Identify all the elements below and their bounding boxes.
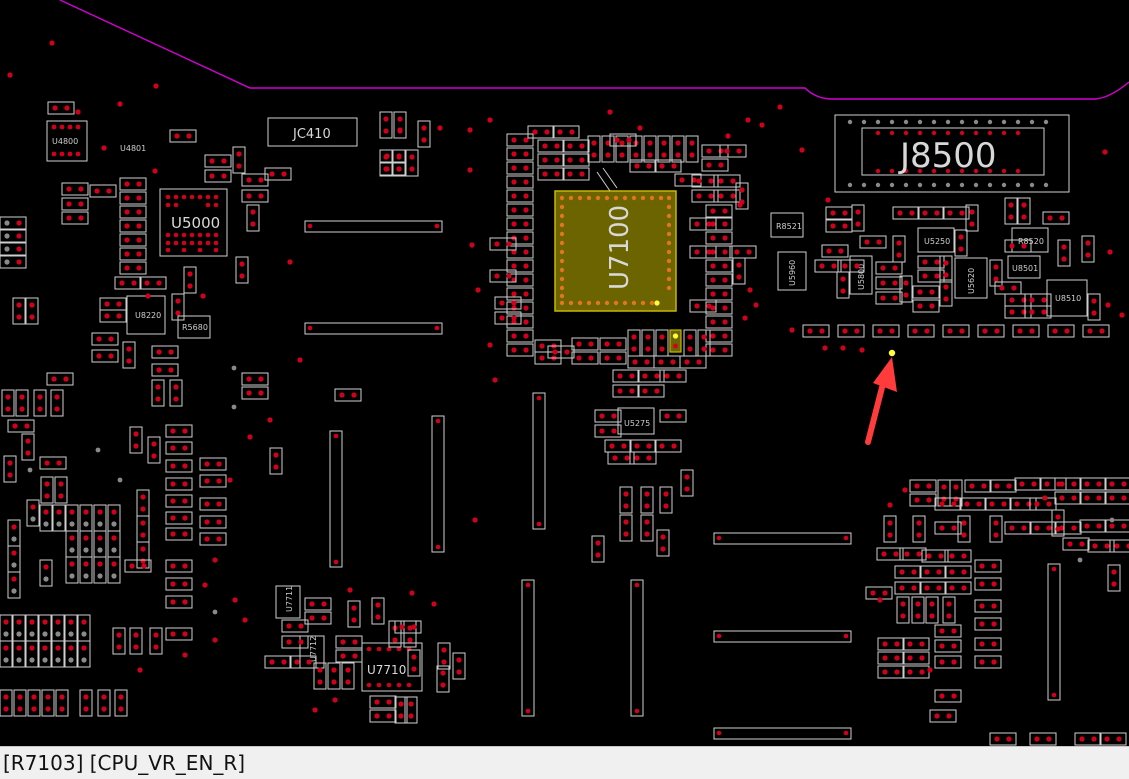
r8521-label: R8521 bbox=[776, 222, 802, 231]
u5960-label: U5960 bbox=[788, 260, 797, 286]
j8500-label: J8500 bbox=[898, 136, 997, 176]
u7100-package[interactable] bbox=[554, 190, 677, 312]
u5250-label: U5250 bbox=[924, 237, 950, 246]
selected-pin[interactable] bbox=[888, 349, 896, 357]
u8220-label: U8220 bbox=[135, 311, 161, 320]
u7712-label: U7712 bbox=[309, 636, 318, 662]
red-arrow-icon bbox=[865, 357, 897, 445]
u8510-label: U8510 bbox=[1055, 294, 1081, 303]
jc410-label: JC410 bbox=[292, 127, 331, 142]
u8501-label: U8501 bbox=[1012, 264, 1038, 273]
u7710-label: U7710 bbox=[367, 663, 406, 677]
r5680-label: R5680 bbox=[182, 323, 208, 332]
cpu-region: U7100 bbox=[489, 125, 757, 563]
u7100-label: U7100 bbox=[605, 205, 635, 290]
status-text: [R7103] [CPU_VR_EN_R] bbox=[3, 751, 246, 775]
u4801-label: U4801 bbox=[120, 144, 146, 153]
r7103-footprint[interactable] bbox=[669, 329, 682, 353]
u7711-label: U7711 bbox=[285, 586, 294, 612]
u5800-label: U5800 bbox=[857, 264, 866, 290]
u5620-label: U5620 bbox=[967, 268, 976, 294]
u5275-label: U5275 bbox=[624, 419, 650, 428]
left-component-field: U4800 U4801 U5000 JC410 U8220 R5680 bbox=[46, 117, 1061, 740]
passive-components-left bbox=[0, 101, 466, 724]
passive-components-right: R8521 U5250 R8520 U5960 U5800 U5620 U850… bbox=[770, 197, 1129, 746]
status-bar: [R7103] [CPU_VR_EN_R] bbox=[0, 746, 1129, 779]
pcb-board-view[interactable]: U4800 U4801 U5000 JC410 U8220 R5680 bbox=[0, 0, 1129, 746]
board-edge-trace bbox=[59, 0, 1129, 100]
j8500-connector[interactable]: J8500 bbox=[834, 114, 1070, 193]
u5000-label: U5000 bbox=[171, 214, 220, 232]
u4800-label: U4800 bbox=[52, 137, 78, 146]
